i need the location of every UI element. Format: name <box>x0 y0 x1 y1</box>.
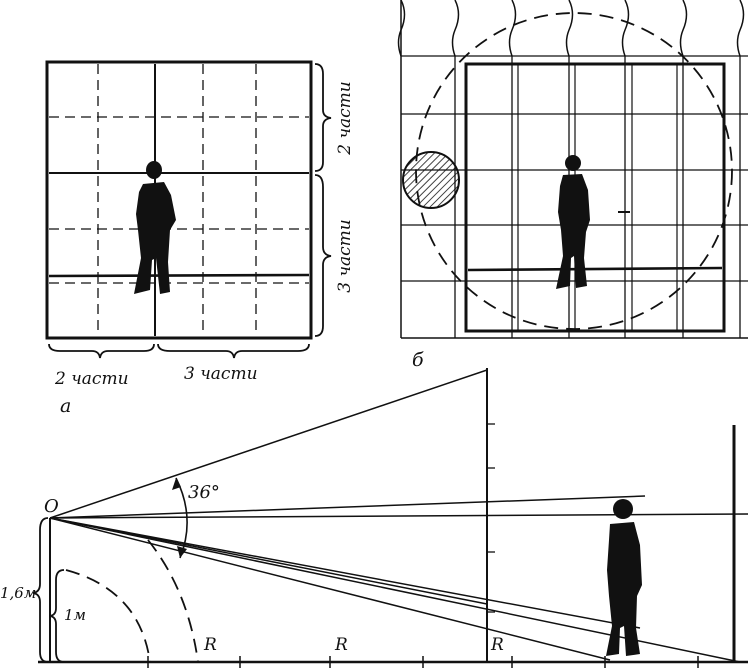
radius-arc-large <box>147 539 199 663</box>
panel-b-inner-verticals <box>517 64 678 331</box>
panel-a-frame <box>45 60 313 340</box>
panel-a-dashed-horizontals <box>49 116 309 284</box>
brace-right-bottom <box>314 174 332 337</box>
person-silhouette-a <box>134 161 176 294</box>
angle-arrow-top <box>172 478 181 490</box>
small-brace <box>49 569 65 663</box>
sight-lines <box>49 369 748 663</box>
angle-arrow-bottom <box>177 546 187 558</box>
angle-label: 36° <box>188 482 220 503</box>
panel-b-floor-line <box>467 266 723 272</box>
label-right-bottom: 3 части <box>335 219 355 293</box>
panel-b-letter: б <box>412 349 424 371</box>
panel-a-section-lines <box>48 64 310 336</box>
label-bottom-right: 3 части <box>184 364 258 384</box>
panel-a-dashed-verticals <box>97 64 257 336</box>
small-label: 1м <box>64 606 86 624</box>
height-brace <box>32 517 49 663</box>
radius-label-2: R <box>334 635 348 655</box>
panel-b: б <box>397 0 748 371</box>
radius-label-3: R <box>490 635 504 655</box>
origin-label: O <box>44 496 59 517</box>
label-bottom-left: 2 части <box>54 369 129 389</box>
height-label: 1,6м <box>0 584 36 602</box>
person-silhouette-b <box>556 155 590 289</box>
picture-plane-ticks <box>487 423 495 613</box>
person-silhouette-c <box>606 499 642 656</box>
panel-a-letter: а <box>60 395 71 417</box>
panel-b-inner-frame <box>464 62 726 333</box>
brace-bottom-left <box>48 343 155 359</box>
hatched-circle <box>402 151 460 209</box>
radius-label-1: R <box>203 635 217 655</box>
panel-b-grid-verticals <box>454 56 741 338</box>
panel-b-wavy-lines <box>397 0 745 57</box>
panel-c: O 36° 1,6м 1м R R R <box>0 368 748 668</box>
panel-a: 2 части 3 части 2 части 3 части а <box>45 60 355 417</box>
brace-bottom-right <box>157 343 310 359</box>
brace-right-top <box>314 63 332 172</box>
radius-arc-small <box>65 569 151 663</box>
label-right-top: 2 части <box>335 81 355 156</box>
